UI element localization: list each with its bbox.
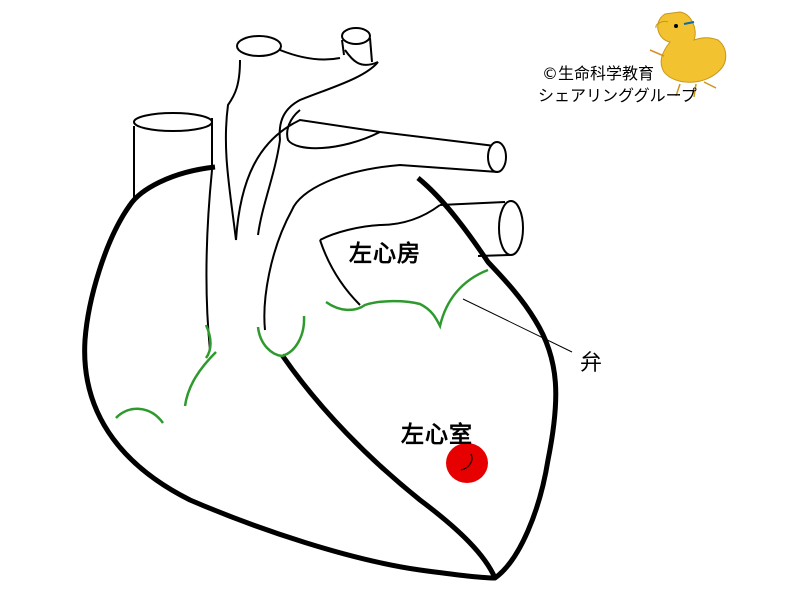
credit-line-2: シェアリンググループ [538,86,697,105]
vena-cava [133,112,213,200]
septum [279,353,498,580]
heart-outline [82,164,559,581]
label-left-ventricle: 左心室 [401,422,473,448]
marker-dot [446,443,488,483]
chick-logo [649,11,727,98]
valve-lines [115,268,489,424]
pulmonary-vein [439,200,524,257]
valve-pointer [462,298,573,353]
label-left-atrium: 左心房 [349,241,421,267]
aorta [224,27,379,241]
label-valve: 弁 [580,351,603,376]
credit-line-1: ©生命科学教育 [542,64,655,83]
pulmonary-artery [235,109,507,331]
